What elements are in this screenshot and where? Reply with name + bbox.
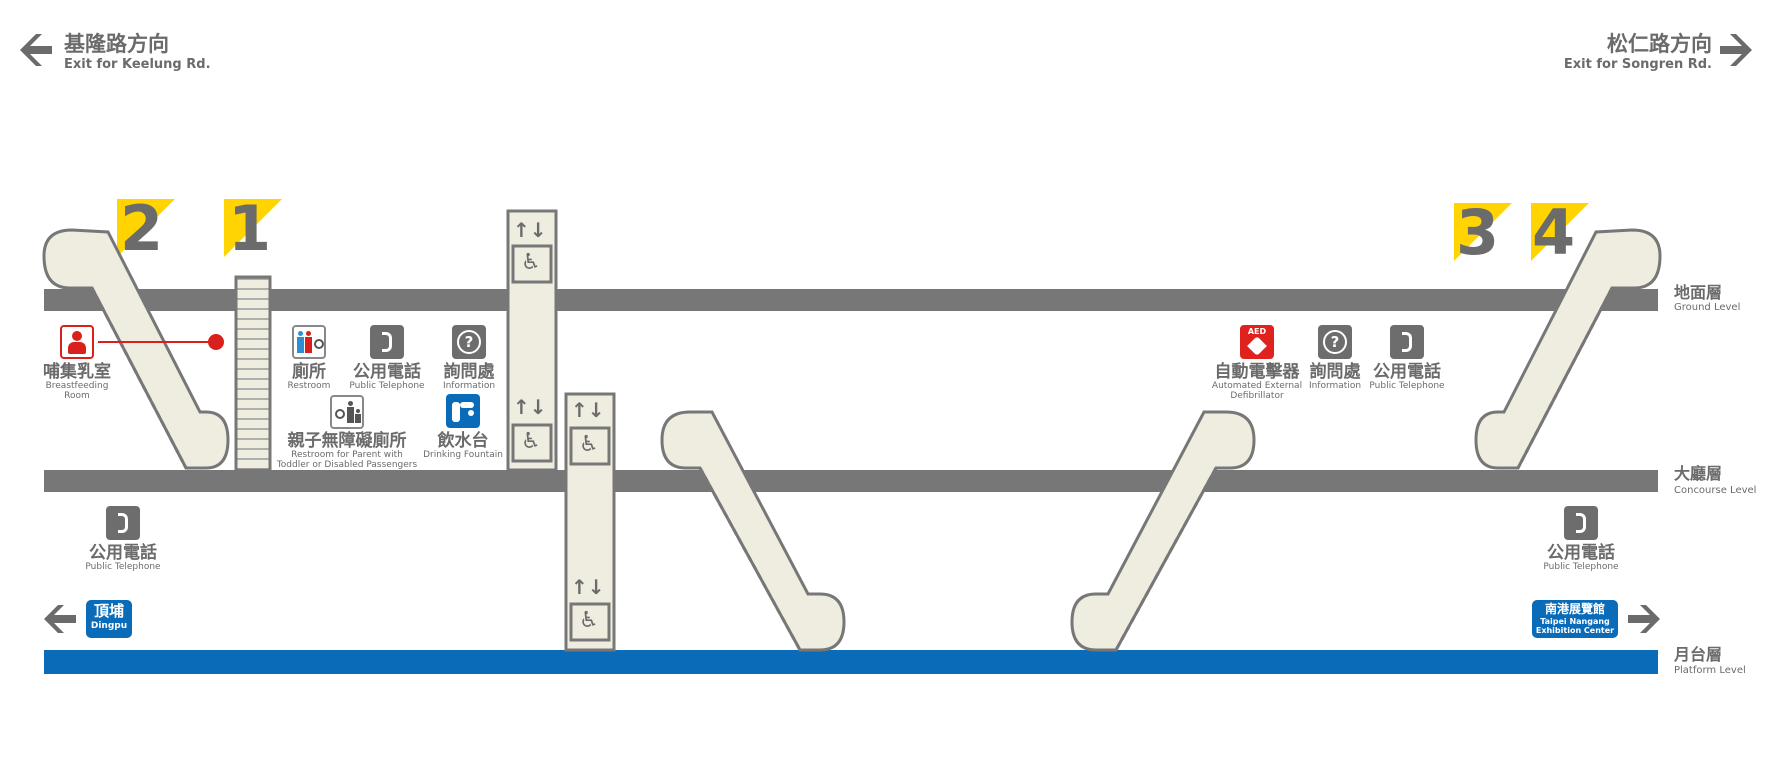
exit-left-title: 基隆路方向	[64, 32, 169, 56]
information-icon: ?	[452, 325, 486, 359]
restroom-label: 廁所	[292, 362, 326, 382]
exit-3-flag	[1454, 203, 1512, 261]
breastfeeding-pointer	[98, 334, 224, 350]
phone-right-icon	[1390, 325, 1424, 359]
wheelchair-icon: ♿	[579, 432, 599, 457]
direction-dingpu-badge: 頂埔 Dingpu	[86, 600, 132, 638]
exit-right-subtitle: Exit for Songren Rd.	[1563, 57, 1712, 72]
family-restroom-en1: Restroom for Parent with	[291, 450, 403, 460]
exit-2-flag	[117, 199, 175, 257]
phone-left-label: 公用電話	[353, 362, 421, 382]
arrow-right-icon	[1720, 34, 1752, 66]
elevator-updown-icon: ↑↓	[513, 395, 547, 419]
phone-concourse-right-icon	[1564, 506, 1598, 540]
escalator-exit-4	[1474, 228, 1662, 470]
fountain-label: 飲水台	[437, 431, 489, 451]
phone-icon	[370, 325, 404, 359]
phone-left-en: Public Telephone	[349, 381, 425, 391]
information-right-icon: ?	[1318, 325, 1352, 359]
ground-floor-slab	[44, 289, 1658, 311]
elevator-updown-icon: ↑↓	[571, 398, 605, 422]
arrow-left-icon	[20, 34, 52, 66]
exit-left-subtitle: Exit for Keelung Rd.	[64, 57, 211, 72]
drinking-fountain-icon	[446, 394, 480, 428]
exit-number-2: 2	[120, 192, 164, 265]
elevator-shaft-platform	[564, 392, 616, 652]
aed-en1: Automated External	[1211, 381, 1303, 391]
breastfeeding-en2: Room	[64, 391, 90, 401]
wheelchair-icon: ♿	[521, 250, 541, 275]
aed-en2: Defibrillator	[1230, 391, 1284, 401]
family-restroom-en2: Toddler or Disabled Passengers	[276, 460, 418, 470]
wheelchair-icon: ♿	[521, 429, 541, 454]
exit-number-4: 4	[1532, 196, 1576, 269]
escalator-platform-left	[660, 410, 846, 652]
fountain-en: Drinking Fountain	[423, 450, 503, 460]
wheelchair-icon: ♿	[579, 608, 599, 633]
stairs-exit-1	[234, 275, 272, 472]
restroom-en: Restroom	[287, 381, 331, 391]
exit-4-flag	[1531, 203, 1589, 261]
exit-1-flag	[224, 199, 282, 257]
level-ground-en: Ground Level	[1674, 302, 1741, 313]
elevator-shaft-ground	[506, 209, 558, 472]
direction-nangang-badge: 南港展覽館 Taipei Nangang Exhibition Center	[1532, 600, 1618, 638]
breastfeeding-icon	[60, 325, 94, 359]
nangang-zh: 南港展覽館	[1544, 602, 1605, 616]
escalator-exit-2	[42, 228, 230, 470]
level-concourse-en: Concourse Level	[1674, 485, 1757, 496]
escalator-platform-right	[1070, 410, 1256, 652]
info-right-en: Information	[1308, 381, 1362, 391]
platform-floor-slab	[44, 650, 1658, 674]
info-right-label: 詢問處	[1309, 362, 1361, 382]
phone-concourse-right-label: 公用電話	[1547, 543, 1615, 563]
level-ground-label: 地面層	[1674, 283, 1723, 302]
family-restroom-label: 親子無障礙廁所	[287, 431, 407, 451]
elevator-updown-icon: ↑↓	[513, 218, 547, 242]
family-restroom-icon	[330, 395, 364, 429]
exit-right-title: 松仁路方向	[1607, 32, 1712, 56]
phone-concourse-right-en: Public Telephone	[1543, 562, 1619, 572]
phone-concourse-left-label: 公用電話	[89, 543, 157, 563]
breastfeeding-label: 哺集乳室	[43, 362, 111, 382]
aed-icon: AED	[1240, 325, 1274, 359]
dingpu-en: Dingpu	[90, 621, 128, 631]
level-concourse-label: 大廳層	[1674, 464, 1723, 483]
breastfeeding-en1: Breastfeeding	[45, 381, 109, 391]
info-left-en: Information	[442, 381, 496, 391]
phone-concourse-left-icon	[106, 506, 140, 540]
phone-right-top-en: Public Telephone	[1369, 381, 1445, 391]
restroom-icon	[292, 325, 326, 359]
exit-number-3: 3	[1456, 196, 1500, 269]
phone-concourse-left-en: Public Telephone	[85, 562, 161, 572]
phone-right-top-label: 公用電話	[1373, 362, 1441, 382]
arrow-nangang-icon	[1628, 605, 1660, 633]
level-platform-en: Platform Level	[1674, 665, 1746, 676]
arrow-dingpu-icon	[44, 605, 76, 633]
aed-label: 自動電擊器	[1214, 362, 1300, 382]
exit-number-1: 1	[228, 192, 272, 265]
info-left-label: 詢問處	[443, 362, 495, 382]
dingpu-zh: 頂埔	[93, 602, 124, 620]
nangang-en1: Taipei Nangang	[1540, 617, 1610, 626]
nangang-en2: Exhibition Center	[1535, 626, 1615, 635]
aed-badge-text: AED	[1247, 327, 1267, 336]
concourse-floor-slab	[44, 470, 1658, 492]
elevator-updown-icon: ↑↓	[571, 575, 605, 599]
level-platform-label: 月台層	[1674, 645, 1723, 664]
